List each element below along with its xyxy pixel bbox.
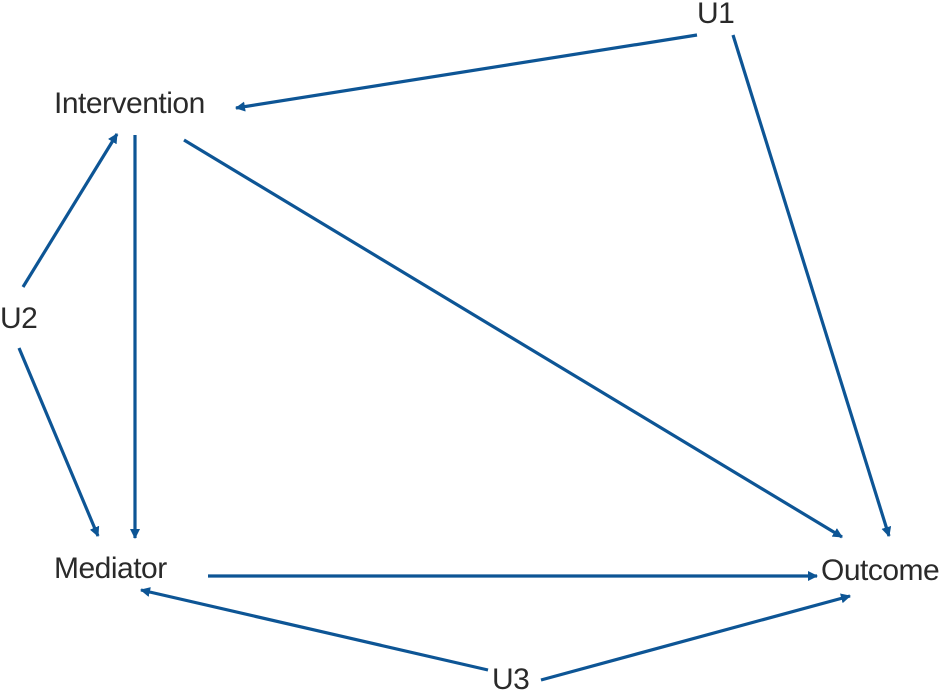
edge-u3-to-mediator [140, 587, 489, 672]
edge-u3-to-outcome [540, 593, 851, 682]
edge-u1-to-outcome [731, 34, 892, 537]
node-mediator: Mediator [54, 552, 167, 585]
edges-group [17, 33, 892, 682]
edge-u1-to-intervention [235, 33, 698, 112]
node-u2: U2 [0, 302, 37, 335]
edge-u2-to-intervention [21, 133, 119, 288]
edge-u2-to-mediator [17, 347, 100, 537]
edge-intervention-to-outcome [183, 138, 843, 539]
node-intervention: Intervention [54, 87, 205, 120]
node-u1: U1 [697, 0, 734, 30]
node-outcome: Outcome [821, 554, 939, 587]
node-u3: U3 [492, 663, 529, 691]
